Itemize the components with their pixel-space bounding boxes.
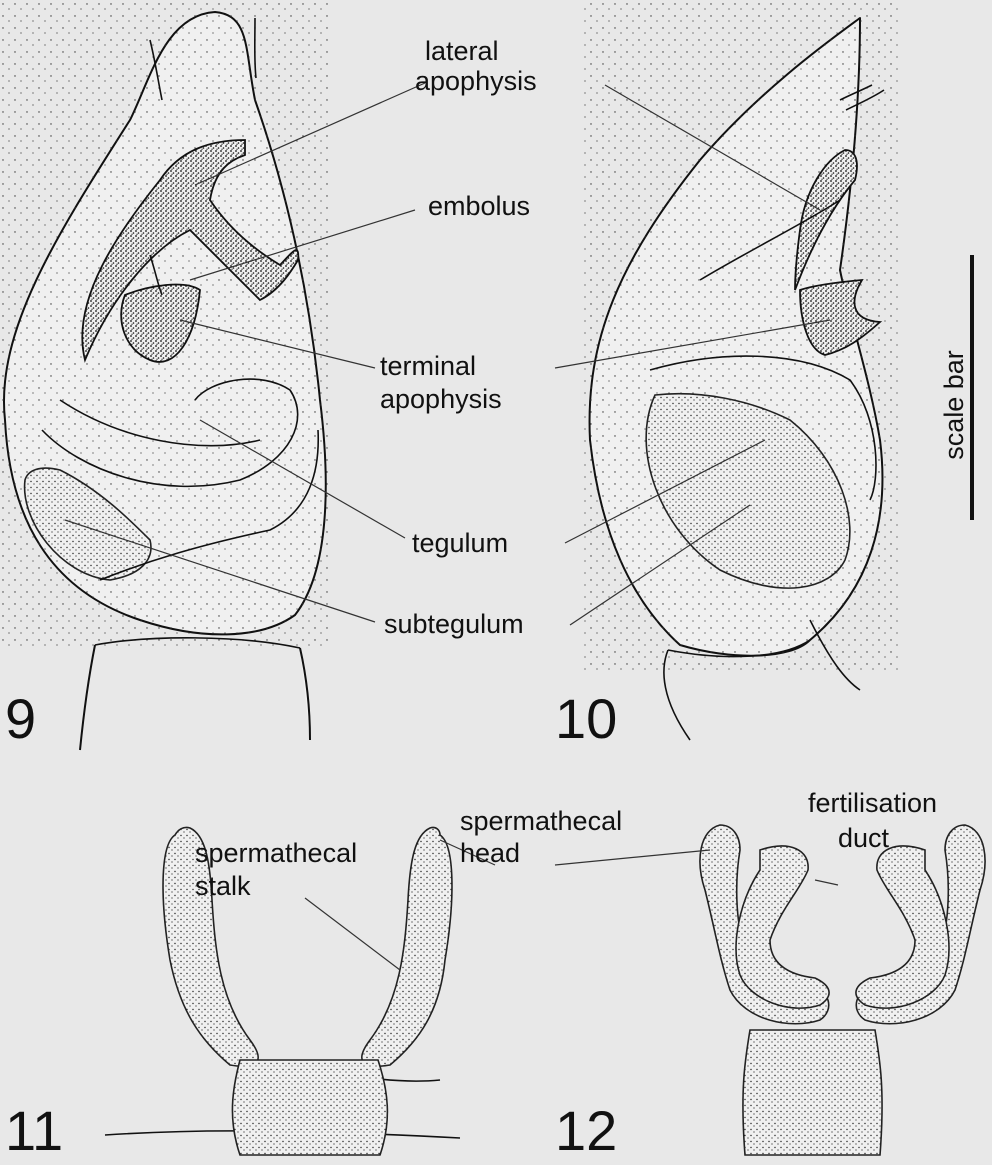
label-lateral-apophysis-line1: lateral: [425, 36, 499, 66]
label-spermathecal-stalk-line2: stalk: [195, 871, 251, 901]
label-spermathecal-head-line1: spermathecal: [460, 806, 622, 836]
label-terminal-apophysis-line1: terminal: [380, 351, 476, 381]
label-spermathecal-head-line2: head: [460, 838, 520, 868]
label-fertilisation-duct-line1: fertilisation: [808, 788, 937, 818]
figure-11-epigyne: [105, 827, 460, 1155]
label-fertilisation-duct-line2: duct: [838, 823, 890, 853]
label-spermathecal-stalk-line1: spermathecal: [195, 838, 357, 868]
panel-number-10: 10: [555, 687, 617, 750]
figure-12-vulva: [700, 825, 985, 1155]
panel-number-12: 12: [555, 1099, 617, 1162]
label-subtegulum: subtegulum: [384, 609, 524, 639]
panel-number-9: 9: [5, 687, 36, 750]
label-embolus: embolus: [428, 191, 530, 221]
panel-number-11: 11: [5, 1099, 63, 1162]
label-terminal-apophysis-line2: apophysis: [380, 384, 502, 414]
label-tegulum: tegulum: [412, 528, 508, 558]
label-scale-bar: scale bar: [939, 350, 969, 460]
figure-9-palp-ventral: [0, 0, 330, 750]
figure-10-palp-retrolateral: [580, 0, 900, 740]
label-lateral-apophysis-line2: apophysis: [415, 66, 537, 96]
